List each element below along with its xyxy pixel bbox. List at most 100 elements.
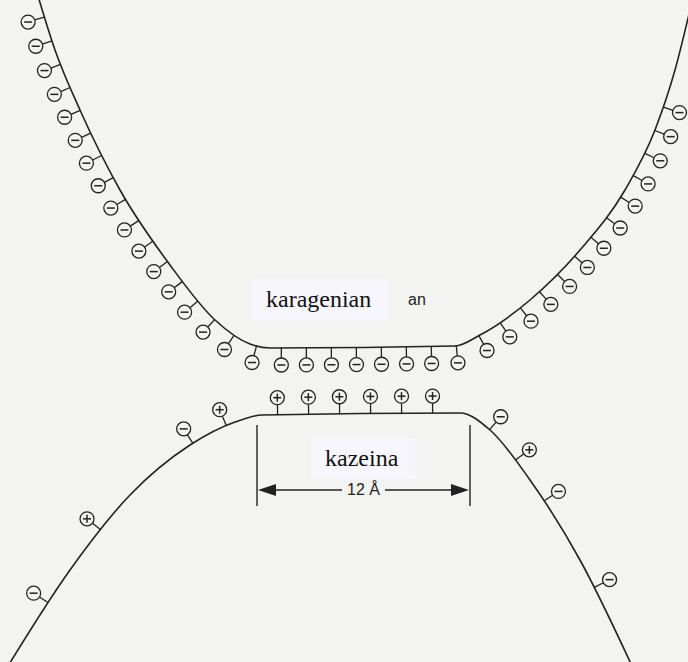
negative-charge	[425, 346, 439, 370]
charge-sign	[120, 229, 128, 231]
charge-circle	[132, 244, 146, 258]
negative-charge	[68, 133, 90, 147]
charge-sign	[94, 185, 102, 187]
charge-circle	[29, 39, 43, 53]
charge-stick	[93, 523, 101, 529]
charge-stick	[575, 256, 582, 263]
charge-circle	[563, 279, 577, 293]
charge-stick	[93, 155, 102, 160]
charge-sign	[483, 350, 491, 352]
charge-sign	[644, 183, 652, 185]
charge-stick	[174, 282, 182, 288]
charge-circle	[603, 573, 617, 587]
charge-stick	[539, 292, 546, 299]
charge-stick	[490, 422, 497, 430]
charge-stick	[145, 241, 153, 247]
charge-stick	[190, 301, 198, 307]
charge-sign	[378, 364, 386, 366]
positive-charge	[332, 390, 346, 414]
charge-circle	[213, 403, 227, 417]
charge-circle	[196, 325, 210, 339]
charge-stick	[594, 583, 603, 588]
charge-circle	[245, 356, 259, 370]
charge-stick	[228, 335, 234, 343]
negative-charge	[196, 320, 215, 339]
charge-stick	[645, 153, 654, 157]
casein-surface	[8, 413, 632, 662]
charge-circle	[551, 484, 565, 498]
negative-charge	[539, 292, 557, 312]
charge-stick	[35, 17, 45, 20]
charge-circle	[363, 389, 377, 403]
charge-sign	[600, 248, 608, 250]
charge-sign	[616, 227, 624, 229]
charge-sign	[370, 392, 372, 400]
charge-stick	[117, 199, 126, 204]
negative-charge	[147, 262, 168, 279]
charge-circle	[544, 297, 558, 311]
charge-sign	[30, 592, 38, 594]
charge-circle	[375, 357, 389, 371]
dimension-tick	[469, 425, 470, 506]
charge-sign	[454, 362, 462, 364]
charge-circle	[217, 342, 231, 356]
charge-stick	[544, 495, 552, 501]
charge-stick	[621, 197, 630, 202]
charge-circle	[597, 241, 611, 255]
charge-sign	[50, 94, 58, 96]
negative-charge	[621, 197, 642, 213]
charge-sign	[403, 363, 411, 365]
negative-charge	[375, 347, 389, 371]
charge-circle	[524, 314, 538, 328]
negative-charge	[27, 586, 48, 602]
charge-stick	[61, 88, 70, 92]
charge-sign	[675, 112, 683, 114]
node-label: karagenian	[266, 285, 371, 314]
negative-charge	[58, 110, 81, 124]
charge-circle	[79, 156, 93, 170]
charge-circle	[332, 390, 346, 404]
charge-sign	[86, 515, 88, 523]
negative-charge	[607, 218, 628, 235]
charge-stick	[281, 348, 282, 358]
charge-circle	[641, 177, 655, 191]
charge-stick	[663, 107, 672, 110]
charge-stick	[187, 435, 192, 443]
charge-circle	[299, 358, 313, 372]
charge-circle	[324, 358, 338, 372]
charge-circle	[580, 260, 594, 274]
charge-stick	[208, 320, 215, 327]
positive-charge	[270, 391, 284, 415]
charge-circle	[58, 110, 72, 124]
charge-sign	[308, 393, 310, 401]
charge-sign	[506, 336, 514, 338]
charge-stick	[306, 348, 307, 358]
charge-sign	[277, 394, 279, 402]
charge-stick	[516, 454, 524, 460]
charge-stick	[655, 130, 664, 134]
charge-stick	[222, 416, 226, 425]
charge-sign	[277, 364, 285, 366]
charge-stick	[40, 597, 48, 602]
charge-sign	[199, 331, 207, 333]
charge-sign	[220, 349, 228, 351]
charge-stick	[159, 262, 167, 268]
charge-circle	[653, 154, 667, 168]
charge-stick	[431, 346, 432, 356]
positive-charge	[301, 390, 315, 414]
charge-stick	[71, 110, 80, 114]
negative-charge	[217, 335, 234, 356]
charges	[21, 15, 686, 602]
charge-circle	[177, 422, 191, 436]
dimension-marks	[257, 425, 470, 506]
charge-stick	[633, 176, 642, 181]
charge-circle	[270, 391, 284, 405]
negative-charge	[558, 274, 577, 293]
charge-circle	[628, 199, 642, 213]
negative-charge	[400, 347, 414, 371]
charge-stick	[500, 323, 506, 331]
negative-charge	[349, 348, 363, 372]
charge-sign	[566, 286, 574, 288]
charge-sign	[339, 393, 341, 401]
